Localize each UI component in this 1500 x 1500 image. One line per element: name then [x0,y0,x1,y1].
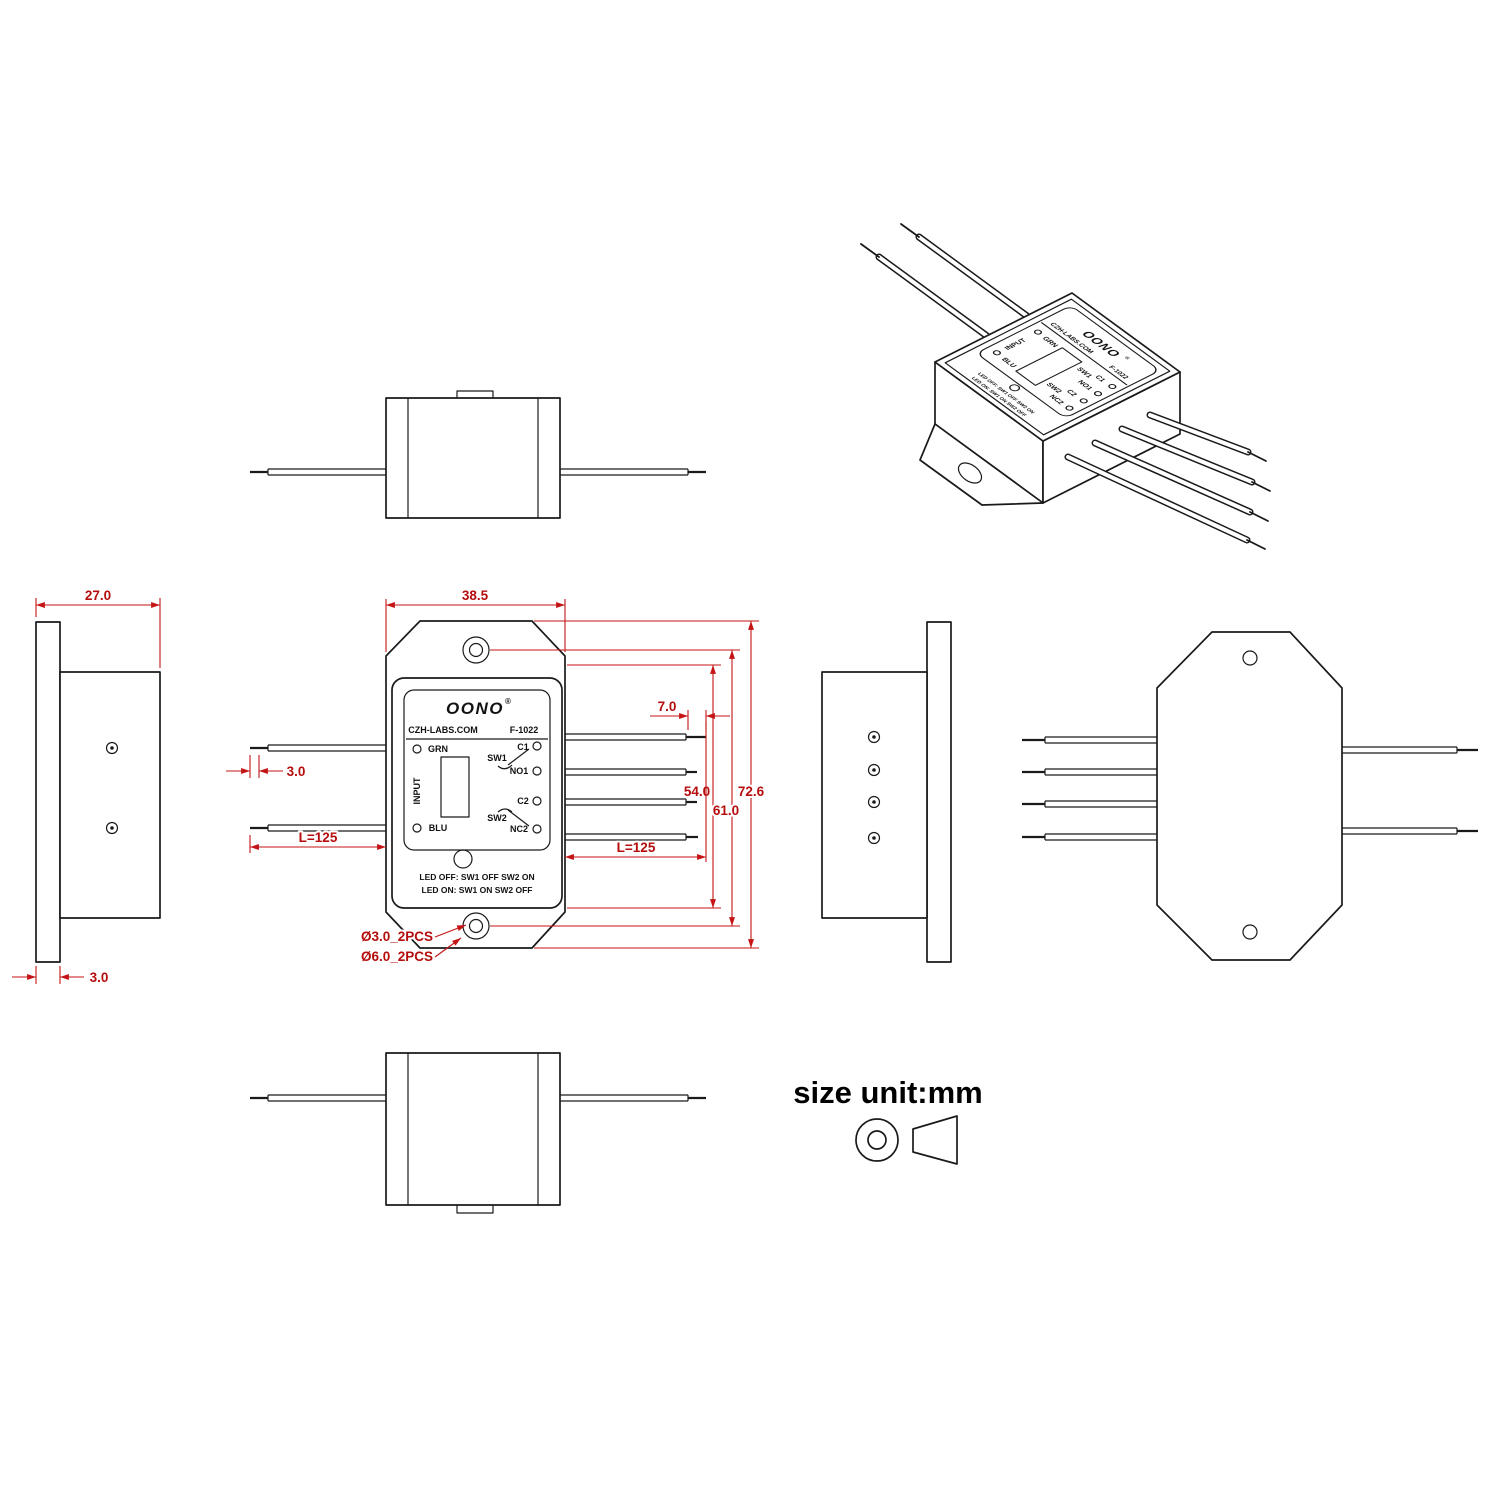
iso-reg-mark: ® [1122,355,1131,361]
led-hole [453,849,473,869]
dim-wire-length-right: L=125 [565,722,707,862]
led-off-line: LED OFF: SW1 OFF SW2 ON [419,872,534,882]
dim-tip-length: 7.0 [650,697,730,730]
dim-plate-thickness: 3.0 [12,966,110,987]
input-label: INPUT [412,777,422,805]
front-left-wire-grn [250,744,386,752]
left-view-plate [35,621,61,963]
bottom-view [250,1052,706,1214]
front-right-wire-4 [565,833,698,841]
model-text: F-1022 [510,725,539,735]
right-view-body [821,671,928,919]
dim-depth: 27.0 [35,586,161,668]
mount-hole-large-label: Ø6.0_2PCS [361,949,433,964]
sw2-label: SW2 [487,813,507,823]
dim-wire-length-left-label: L=125 [299,830,338,845]
front-view: OONO ® CZH-LABS.COM F-1022 GRN INPUT BLU… [226,586,767,966]
front-right-wire-2 [565,768,697,776]
size-unit-note: size unit:mm [793,1075,983,1165]
mount-hole-callouts: Ø3.0_2PCS Ø6.0_2PCS [359,924,467,966]
iso-blu: BLU [1000,357,1018,369]
back-right-wires [1342,746,1478,835]
reg-mark: ® [505,697,511,706]
relay-symbol [440,756,470,818]
dim-hole-spacing: 61.0 [490,649,741,927]
dim-width: 38.5 [385,586,566,652]
terminal-nc2-label: NC2 [510,824,528,834]
dim-wire-length-right-label: L=125 [617,840,656,855]
back-left-wires [1022,736,1157,841]
dim-body-height: 54.0 [567,664,721,909]
dim-depth-label: 27.0 [85,588,111,603]
iso-no1: NO1 [1076,380,1094,392]
terminal-c2-label: C2 [517,796,529,806]
iso-c1: C1 [1093,375,1107,383]
iso-input-wire-2 [860,243,991,340]
right-view-plate [926,621,952,963]
bottom-view-left-wire [250,1094,386,1102]
oono-logo: OONO [446,699,504,718]
size-unit-text: size unit:mm [793,1075,982,1110]
sw1-label: SW1 [487,753,507,763]
front-right-wire-3 [565,798,697,806]
back-top-hole [1242,650,1258,666]
iso-input-wire-1 [900,223,1031,320]
website-text: CZH-LABS.COM [408,725,478,735]
dim-width-label: 38.5 [462,588,489,603]
terminal-no1-label: NO1 [510,766,529,776]
top-view-body [385,397,561,519]
terminal-blu-label: BLU [429,823,448,833]
dim-hole-spacing-label: 61.0 [713,803,739,818]
bottom-view-right-wire [560,1094,706,1102]
dim-wire-inset: 3.0 [226,755,307,781]
top-view-right-wire [560,468,706,476]
iso-output-wire-2 [1118,425,1271,492]
front-label-panel [403,689,551,851]
dim-tip-length-label: 7.0 [658,699,677,714]
iso-nc2: NC2 [1047,394,1065,405]
dim-body-height-label: 54.0 [684,784,710,799]
dim-wire-inset-label: 3.0 [287,764,306,779]
dim-total-height: 72.6 [534,620,767,949]
mount-hole-small-label: Ø3.0_2PCS [361,929,433,944]
top-view [250,390,706,519]
led-on-line: LED ON: SW1 ON SW2 OFF [422,885,533,895]
iso-output-wire-3 [1091,439,1269,522]
front-left-wire-blu [250,824,386,832]
dim-total-height-label: 72.6 [738,784,765,799]
projection-symbol [855,1115,958,1165]
iso-c2: C2 [1064,389,1078,397]
left-side-view: 27.0 3.0 [12,586,161,987]
bottom-view-tab [456,1205,494,1214]
iso-lid-edge [944,298,1171,436]
left-view-body [59,671,161,919]
right-side-view [821,621,952,963]
front-right-wire-1 [565,733,706,741]
dim-plate-thickness-label: 3.0 [90,970,109,985]
iso-mounting-hole [957,462,983,484]
terminal-grn-label: GRN [428,744,448,754]
back-plate [1156,631,1343,961]
isometric-view: OONO ® CZH-LABS.COM F-1022 GRN INPUT BLU… [860,223,1271,550]
bottom-view-body [385,1052,561,1206]
top-view-left-wire [250,468,386,476]
iso-output-wire-1 [1146,411,1267,462]
back-bottom-hole [1242,924,1258,940]
iso-output-wire-4 [1064,453,1266,550]
back-view [1022,631,1478,961]
dim-wire-length-left: L=125 [249,828,386,853]
terminal-c1-label: C1 [517,742,529,752]
iso-mounting-tab [919,423,1044,506]
iso-top-face [934,292,1181,442]
top-view-tab [456,390,494,398]
front-top-mount-hole [462,636,490,664]
